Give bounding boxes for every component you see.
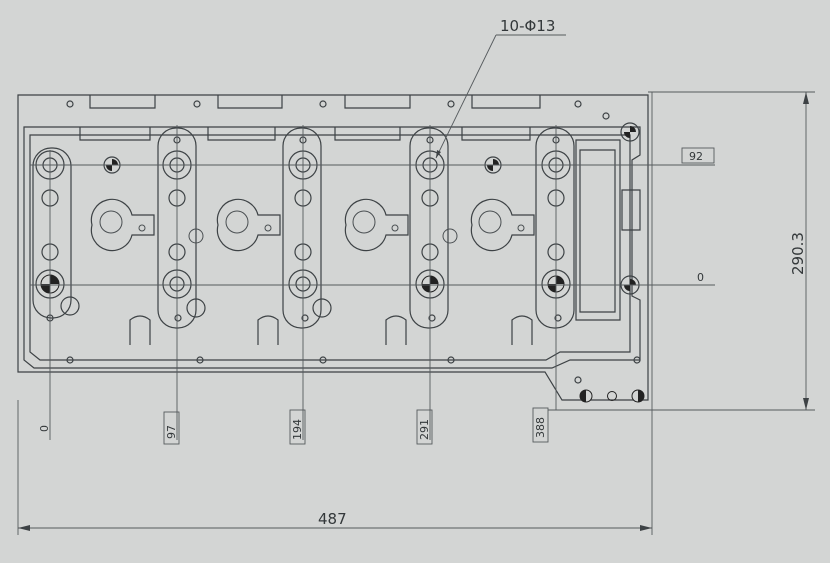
height-dimension: 290.3 [548,91,815,411]
hole-callout: 10-Φ13 [435,17,566,159]
x-mark-label: 291 [418,419,431,440]
center-mark-dowel-bottom [624,279,636,291]
center-mark-row [579,389,645,403]
y-ordinate-labels: 92 0 [681,147,715,284]
x-ordinate-labels: 0 97 194 291 388 [38,407,549,445]
hole-callout-text: 10-Φ13 [500,17,555,35]
center-mark-aux-right [487,159,499,171]
y-mark-label: 0 [697,271,704,284]
datum-center-marks [40,126,645,403]
overall-width-label: 487 [318,510,347,528]
ordinate-lines [30,125,715,440]
dowel-holes [103,122,640,295]
x-mark-label: 0 [38,425,51,432]
cylinder-head-outline [17,94,649,401]
x-mark-label: 97 [165,425,178,439]
head-bolt-holes [35,122,640,299]
width-dimension: 487 [17,92,653,535]
x-mark-label: 388 [534,417,547,438]
edge-bolt-holes [46,100,641,384]
overall-height-label: 290.3 [789,232,807,275]
center-mark-aux-left [106,159,118,171]
y-mark-label: 92 [689,150,703,163]
center-mark-dowel-top [624,126,636,138]
x-mark-label: 194 [291,419,304,440]
port-openings [90,198,535,252]
